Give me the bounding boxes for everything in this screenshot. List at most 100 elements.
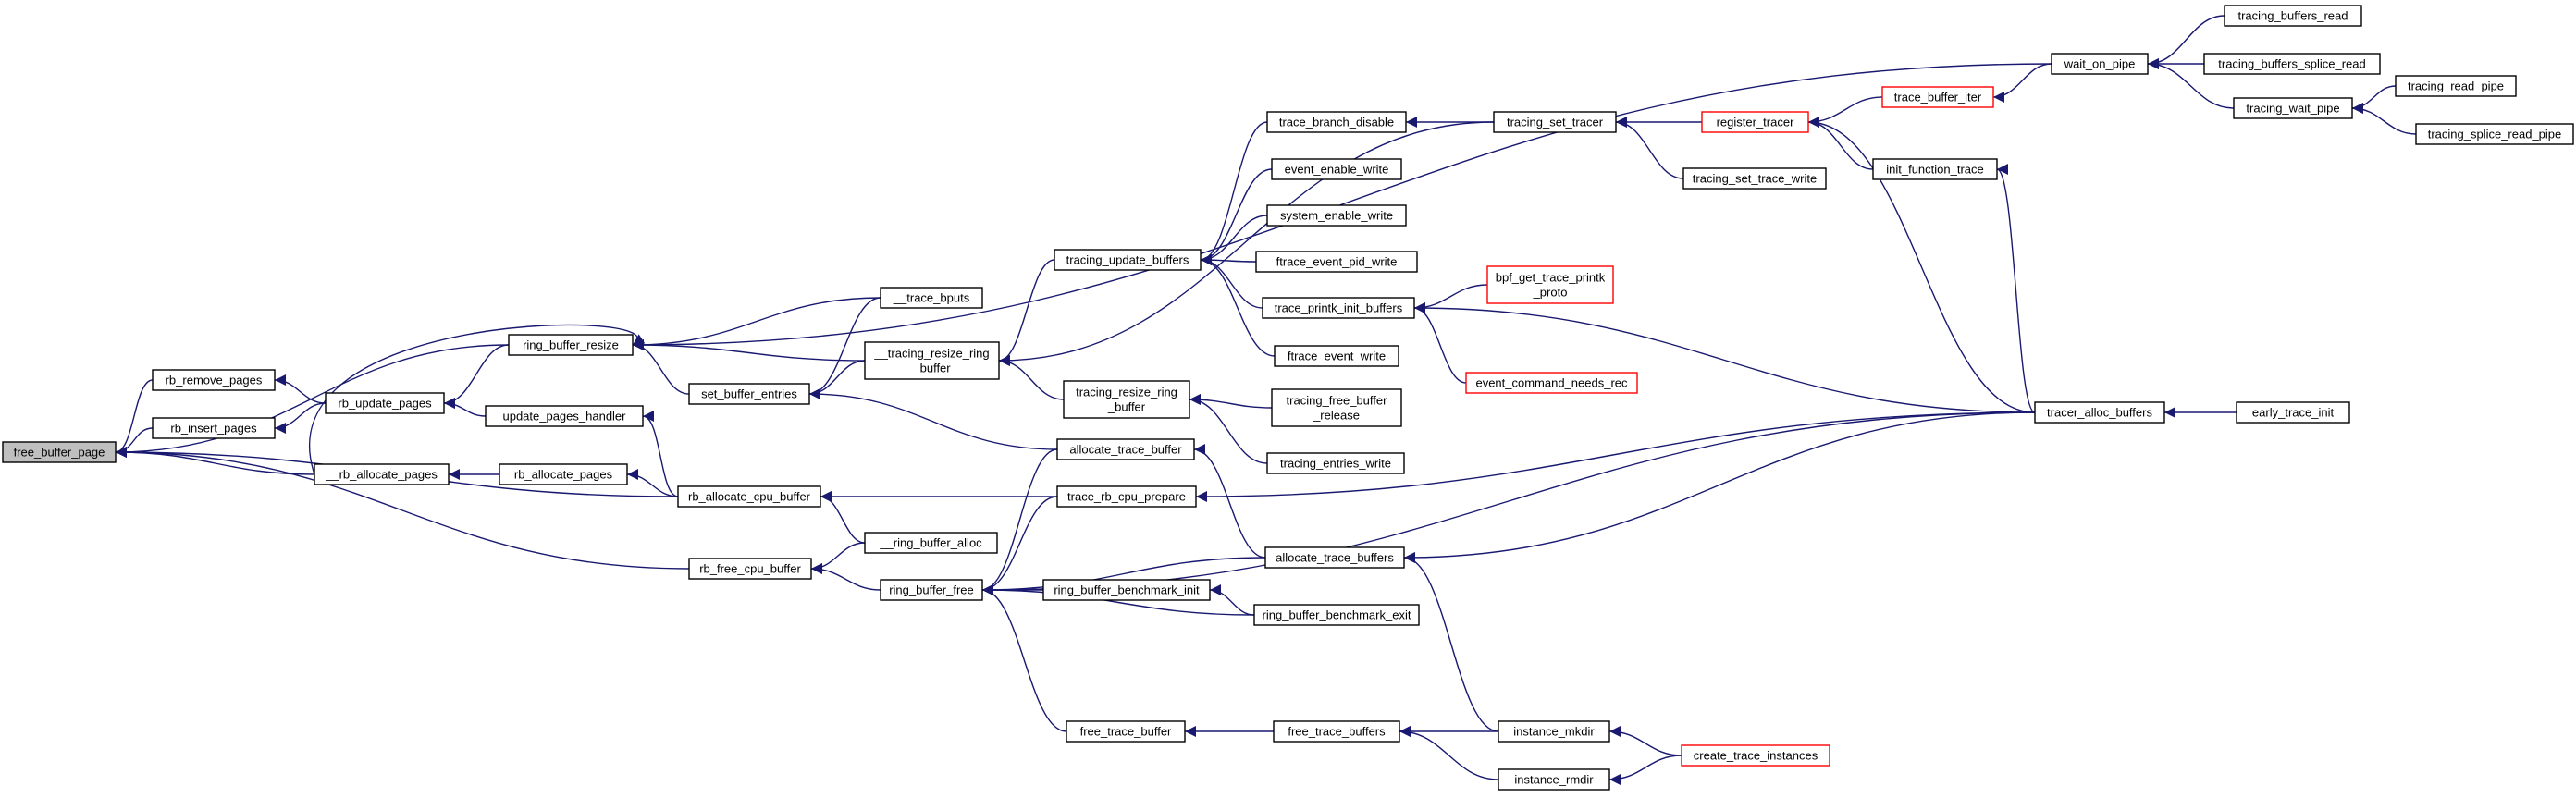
node-label: rb_allocate_cpu_buffer [688, 490, 811, 504]
node-rb-allocate-pages[interactable]: rb_allocate_pages [499, 463, 628, 485]
node-label: tracing_splice_read_pipe [2428, 128, 2562, 141]
node-box [864, 341, 1000, 380]
node-label: free_trace_buffers [1288, 725, 1386, 739]
node-trace-bputs[interactable]: __trace_bputs [880, 287, 983, 309]
edge-instance-rmdir-to-free-trace-buffers [1399, 726, 1499, 780]
node-tracing-wait-pipe[interactable]: tracing_wait_pipe [2233, 97, 2353, 119]
edge-trace-buffer-iter-to-register-tracer [1807, 96, 1883, 128]
node-label: instance_mkdir [1513, 725, 1595, 739]
node-trace-branch-disable[interactable]: trace_branch_disable [1266, 111, 1407, 133]
edge-rb-remove-pages-to-free-buffer-page [115, 379, 154, 458]
edge-ring-buffer-alloc-to-rb-free-cpu-buffer [810, 542, 866, 574]
node-tracing-free-buffer-release[interactable]: tracing_free_buffer_release [1271, 388, 1402, 427]
node-free-buffer-page[interactable]: free_buffer_page [2, 441, 117, 463]
node-rb-allocate-cpu-buffer[interactable]: rb_allocate_cpu_buffer [677, 485, 821, 508]
node-label: rb_free_cpu_buffer [699, 562, 801, 576]
node-bpf-get-trace-printk-proto[interactable]: bpf_get_trace_printk_proto [1486, 265, 1614, 304]
node-box [1262, 297, 1415, 319]
edge-tracer-alloc-buffers-to-allocate-trace-buffers [1403, 411, 2036, 563]
node-ring-buffer-free[interactable]: ring_buffer_free [880, 579, 983, 601]
node-tracing-read-pipe[interactable]: tracing_read_pipe [2395, 75, 2517, 97]
node-wait-on-pipe[interactable]: wait_on_pipe [2051, 53, 2149, 75]
node-system-enable-write[interactable]: system_enable_write [1266, 204, 1407, 227]
node-allocate-trace-buffers[interactable]: allocate_trace_buffers [1264, 546, 1405, 569]
node-label: tracing_update_buffers [1066, 253, 1189, 267]
node-label: trace_rb_cpu_prepare [1067, 490, 1186, 504]
node-tracing-buffers-read[interactable]: tracing_buffers_read [2224, 5, 2362, 27]
node-label: wait_on_pipe [2064, 57, 2136, 71]
node-box [2415, 123, 2574, 145]
node-trace-buffer-iter[interactable]: trace_buffer_iter [1881, 86, 1994, 108]
node-rb-allocate-pages[interactable]: __rb_allocate_pages [314, 463, 450, 485]
node-rb-update-pages[interactable]: rb_update_pages [325, 392, 445, 414]
node-free-trace-buffers[interactable]: free_trace_buffers [1273, 720, 1400, 743]
node-tracing-set-tracer[interactable]: tracing_set_tracer [1493, 111, 1617, 133]
node-label: ring_buffer_benchmark_exit [1263, 608, 1411, 622]
node-tracing-buffers-splice-read[interactable]: tracing_buffers_splice_read [2203, 53, 2381, 75]
edge-bpf-get-trace-printk-proto-to-trace-printk-init-buffers [1413, 284, 1488, 313]
node-trace-printk-init-buffers[interactable]: trace_printk_init_buffers [1262, 297, 1415, 319]
node-update-pages-handler[interactable]: update_pages_handler [485, 405, 644, 427]
edge-rb-update-pages-to-rb-insert-pages [274, 402, 327, 434]
edge-allocate-trace-buffers-to-allocate-trace-buffer [1193, 444, 1266, 559]
edge-tracing-entries-write-to-tracing-resize-ring-buffer [1189, 394, 1268, 464]
node-label: rb_remove_pages [166, 374, 263, 387]
edge-wait-on-pipe-to-trace-buffer-iter [1992, 63, 2052, 103]
node-ring-buffer-resize[interactable]: ring_buffer_resize [508, 334, 634, 356]
edge-ring-buffer-free-to-rb-free-cpu-buffer [810, 563, 881, 591]
node-ring-buffer-benchmark-init[interactable]: ring_buffer_benchmark_init [1042, 579, 1211, 601]
node-rb-remove-pages[interactable]: rb_remove_pages [152, 369, 276, 391]
node-box [1681, 744, 1830, 767]
node-tracing-set-trace-write[interactable]: tracing_set_trace_write [1682, 167, 1827, 190]
node-free-trace-buffer[interactable]: free_trace_buffer [1066, 720, 1186, 743]
node-rb-free-cpu-buffer[interactable]: rb_free_cpu_buffer [688, 558, 812, 580]
node-tracing-splice-read-pipe[interactable]: tracing_splice_read_pipe [2415, 123, 2574, 145]
node-box [1498, 720, 1610, 743]
node-tracing-update-buffers[interactable]: tracing_update_buffers [1054, 249, 1202, 271]
edge-rb-insert-pages-to-free-buffer-page [115, 427, 154, 458]
node-label: tracing_buffers_splice_read [2218, 57, 2365, 71]
node-tracing-resize-ring-buffer[interactable]: __tracing_resize_ring_buffer [864, 341, 1000, 380]
node-box [1266, 452, 1405, 474]
node-ring-buffer-benchmark-exit[interactable]: ring_buffer_benchmark_exit [1253, 604, 1420, 626]
node-init-function-trace[interactable]: init_function_trace [1872, 158, 1998, 180]
node-box [314, 463, 450, 485]
nodes-layer: free_buffer_page rb_remove_pages rb_insert… [2, 5, 2574, 791]
node-tracer-alloc-buffers[interactable]: tracer_alloc_buffers [2034, 401, 2165, 424]
node-label: register_tracer [1717, 116, 1794, 129]
node-ftrace-event-pid-write[interactable]: ftrace_event_pid_write [1255, 251, 1418, 273]
node-rb-insert-pages[interactable]: rb_insert_pages [152, 417, 276, 439]
edge-trace-printk-init-buffers-to-tracing-update-buffers [1200, 254, 1263, 309]
edge-tracer-alloc-buffers-to-register-tracer [1807, 117, 2036, 413]
node-early-trace-init[interactable]: early_trace_init [2236, 401, 2350, 424]
node-tracing-resize-ring-buffer[interactable]: tracing_resize_ring_buffer [1063, 380, 1190, 419]
node-ftrace-event-write[interactable]: ftrace_event_write [1274, 345, 1399, 367]
edge-allocate-trace-buffers-to-ring-buffer-free [981, 557, 1266, 595]
node-box [1701, 111, 1809, 133]
node-create-trace-instances[interactable]: create_trace_instances [1681, 744, 1830, 767]
node-label: __tracing_resize_ring [873, 347, 989, 361]
node-box [2203, 53, 2381, 75]
node-box [1271, 388, 1402, 427]
node-label: create_trace_instances [1694, 749, 1818, 763]
node-box [1054, 249, 1202, 271]
node-box [1486, 265, 1614, 304]
node-instance-mkdir[interactable]: instance_mkdir [1498, 720, 1610, 743]
node-label: rb_update_pages [338, 397, 432, 411]
node-event-command-needs-rec[interactable]: event_command_needs_rec [1465, 372, 1638, 394]
node-box [1266, 111, 1407, 133]
node-allocate-trace-buffer[interactable]: allocate_trace_buffer [1056, 438, 1195, 460]
node-event-enable-write[interactable]: event_enable_write [1271, 158, 1402, 180]
edge-tracer-alloc-buffers-to-trace-rb-cpu-prepare [1195, 411, 2036, 502]
edge-tracing-set-trace-write-to-tracing-set-tracer [1615, 117, 1684, 179]
node-label: ring_buffer_benchmark_init [1054, 583, 1200, 597]
node-instance-rmdir[interactable]: instance_rmdir [1498, 768, 1610, 791]
node-box [485, 405, 644, 427]
node-trace-rb-cpu-prepare[interactable]: trace_rb_cpu_prepare [1056, 485, 1197, 508]
edge-event-command-needs-rec-to-trace-printk-init-buffers [1413, 302, 1467, 384]
node-set-buffer-entries[interactable]: set_buffer_entries [688, 383, 810, 405]
edge-tracing-splice-read-pipe-to-tracing-wait-pipe [2351, 103, 2417, 135]
node-register-tracer[interactable]: register_tracer [1701, 111, 1809, 133]
node-ring-buffer-alloc[interactable]: __ring_buffer_alloc [864, 532, 998, 554]
node-tracing-entries-write[interactable]: tracing_entries_write [1266, 452, 1405, 474]
